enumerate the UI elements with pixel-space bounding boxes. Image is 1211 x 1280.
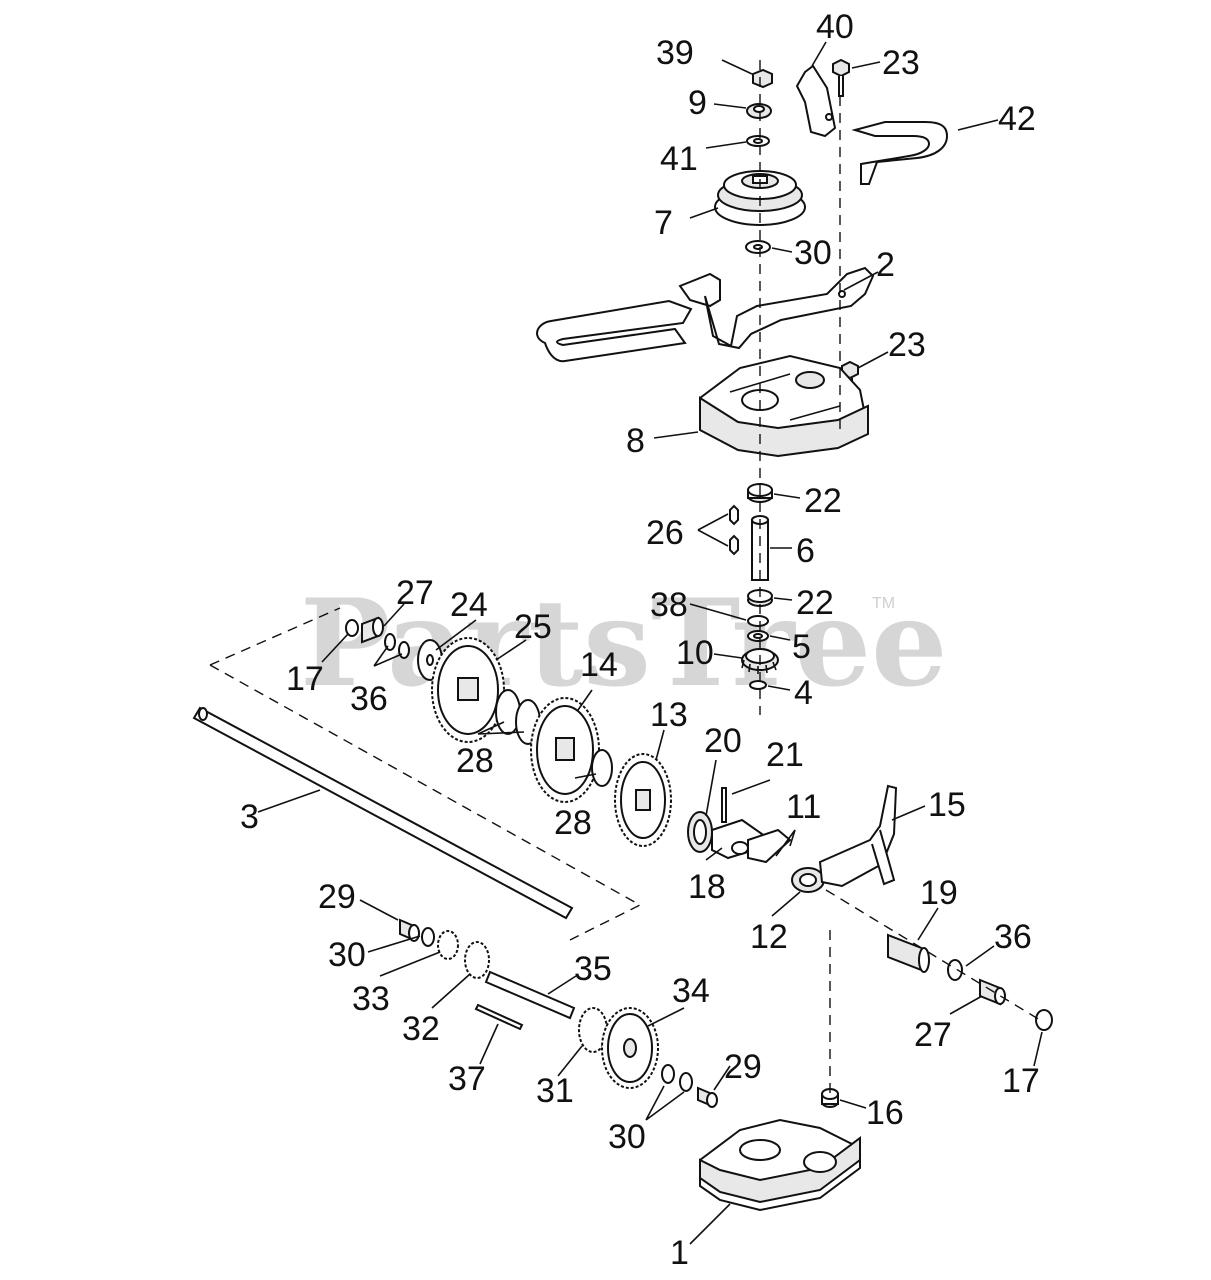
- label-28-b: 28: [554, 804, 592, 842]
- label-25: 25: [514, 608, 552, 646]
- part-27-bearing-right: [979, 978, 1006, 1006]
- part-20-ring: [687, 811, 713, 853]
- label-19: 19: [920, 874, 958, 912]
- label-23-top: 23: [882, 44, 920, 82]
- label-23-mid: 23: [888, 326, 926, 364]
- part-3-axle: [192, 706, 574, 920]
- label-14: 14: [580, 646, 618, 684]
- label-29-left: 29: [318, 878, 356, 916]
- label-41: 41: [660, 140, 698, 178]
- label-13: 13: [650, 696, 688, 734]
- part-2-belt-bracket: [536, 266, 875, 363]
- label-42: 42: [998, 100, 1036, 138]
- label-32: 32: [402, 1010, 440, 1048]
- label-11: 11: [786, 788, 821, 826]
- part-7-pulley: [714, 170, 806, 226]
- label-6: 6: [796, 532, 815, 570]
- label-2: 2: [876, 246, 895, 284]
- part-33-gear: [437, 930, 459, 960]
- label-30-top: 30: [794, 234, 832, 272]
- part-28-washer-b: [591, 749, 613, 787]
- label-15: 15: [928, 786, 966, 824]
- label-5: 5: [792, 628, 811, 666]
- part-37-key: [474, 1003, 524, 1031]
- part-17-ring-right: [1035, 1009, 1053, 1031]
- part-21-pin: [721, 787, 727, 823]
- label-35: 35: [574, 950, 612, 988]
- part-39-nut: [752, 68, 773, 89]
- part-26-keys: [729, 504, 739, 556]
- label-22-lower: 22: [796, 584, 834, 622]
- label-1: 1: [670, 1234, 689, 1272]
- label-30-left: 30: [328, 936, 366, 974]
- label-30-bottom: 30: [608, 1118, 646, 1156]
- label-18: 18: [688, 868, 726, 906]
- label-28-a: 28: [456, 742, 494, 780]
- part-9-nut: [746, 103, 772, 119]
- part-30-washer-top: [745, 240, 771, 254]
- part-25-gear: [431, 637, 505, 743]
- label-4: 4: [794, 674, 813, 712]
- label-9: 9: [688, 84, 707, 122]
- label-36-right: 36: [994, 918, 1032, 956]
- label-8: 8: [626, 422, 645, 460]
- label-24: 24: [450, 586, 488, 624]
- label-17-left: 17: [286, 660, 324, 698]
- label-39: 39: [656, 34, 694, 72]
- centerline-right-axle: [825, 889, 1041, 1094]
- part-17-ring-left: [345, 619, 359, 637]
- label-38: 38: [650, 586, 688, 624]
- label-7: 7: [654, 204, 673, 242]
- label-33: 33: [352, 980, 390, 1018]
- centerline-left-bracket: [209, 607, 642, 941]
- part-34-gear: [601, 1007, 659, 1089]
- part-4-ring: [749, 680, 767, 690]
- part-29-bearing-right: [697, 1086, 718, 1108]
- label-40: 40: [816, 8, 854, 46]
- label-10: 10: [676, 634, 714, 672]
- label-36-left: 36: [350, 680, 388, 718]
- label-16: 16: [866, 1094, 904, 1132]
- part-32-gear: [464, 941, 490, 979]
- part-16-bushing: [821, 1088, 839, 1108]
- label-31: 31: [536, 1072, 574, 1110]
- part-27-bearing-left: [361, 616, 384, 644]
- part-38-washer: [747, 615, 769, 627]
- part-41-washer: [746, 135, 770, 147]
- label-27-right: 27: [914, 1016, 952, 1054]
- watermark-tm: TM: [872, 595, 895, 612]
- label-22-upper: 22: [804, 482, 842, 520]
- label-37: 37: [448, 1060, 486, 1098]
- part-5-washer: [747, 630, 769, 642]
- part-14-gear: [530, 697, 600, 803]
- label-26: 26: [646, 514, 684, 552]
- label-12: 12: [750, 918, 788, 956]
- part-8-gear-housing: [699, 354, 870, 458]
- leader-lines: [257, 41, 1043, 1245]
- part-12-collar: [791, 867, 825, 893]
- part-29-bearing-left: [399, 918, 420, 942]
- part-15-shift-arm: [818, 784, 898, 888]
- label-17-right: 17: [1002, 1062, 1040, 1100]
- part-23-bolt-top: [832, 58, 850, 97]
- part-42-belt-guide: [851, 121, 949, 185]
- part-40-bracket: [795, 64, 837, 138]
- part-19-sleeve: [887, 933, 930, 973]
- part-1-lower-housing: [699, 1118, 861, 1212]
- label-27-left: 27: [396, 574, 434, 612]
- part-13-gear: [614, 753, 672, 847]
- part-11-fork: [747, 828, 792, 864]
- label-34: 34: [672, 972, 710, 1010]
- part-30-washers-right: [661, 1064, 693, 1092]
- part-30-washer-left: [421, 927, 435, 947]
- part-35-shaft: [484, 970, 576, 1020]
- label-20: 20: [704, 722, 742, 760]
- label-3: 3: [240, 798, 259, 836]
- part-36-washer-right: [947, 959, 963, 981]
- label-21: 21: [766, 736, 804, 774]
- label-29-right: 29: [724, 1048, 762, 1086]
